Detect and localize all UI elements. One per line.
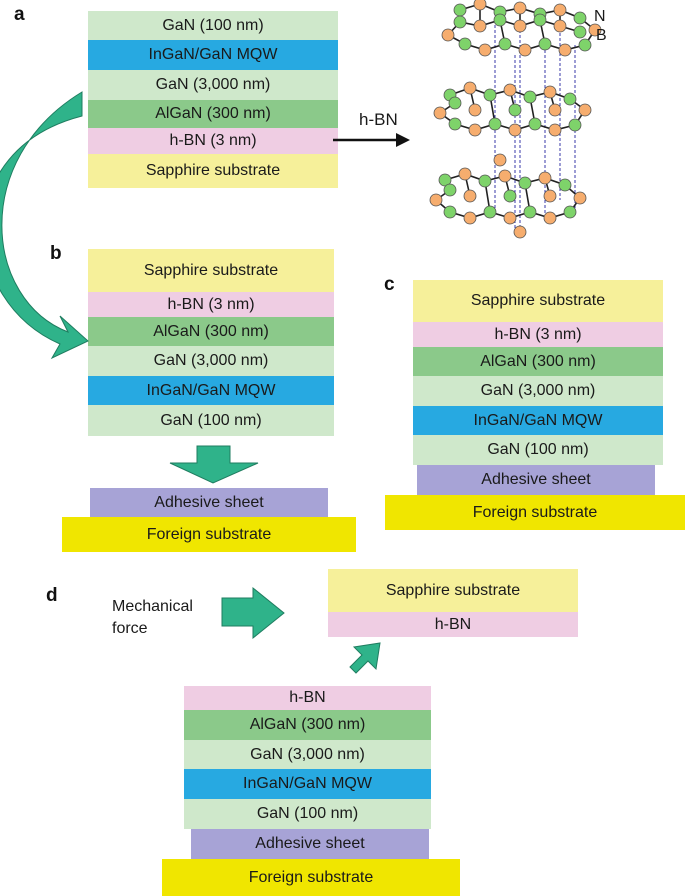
layer-adhesive: Adhesive sheet	[191, 829, 429, 859]
layer-algan-300: AlGaN (300 nm)	[413, 347, 663, 376]
layer-foreign: Foreign substrate	[385, 495, 685, 530]
layer-hbn-3: h-BN (3 nm)	[88, 128, 338, 154]
right-arrow-icon	[221, 586, 285, 640]
panel-label-d: d	[46, 585, 58, 606]
hbn-crystal-structure	[429, 0, 602, 239]
layer-gan-3000: GaN (3,000 nm)	[88, 70, 338, 100]
hbn-pointer-arrowhead-icon	[396, 133, 410, 147]
layer-algan-300: AlGaN (300 nm)	[184, 710, 431, 740]
layer-gan-100: GaN (100 nm)	[184, 799, 431, 829]
layer-ingan-mqw: InGaN/GaN MQW	[88, 40, 338, 70]
layer-sapphire: Sapphire substrate	[88, 154, 338, 188]
layer-hbn: h-BN	[184, 686, 431, 710]
layer-hbn-3: h-BN (3 nm)	[413, 322, 663, 347]
layer-foreign: Foreign substrate	[162, 859, 460, 896]
layer-ingan-mqw: InGaN/GaN MQW	[184, 769, 431, 799]
diagonal-arrow-icon	[349, 642, 381, 674]
down-arrow-icon	[169, 445, 259, 484]
panel-label-b: b	[50, 243, 62, 264]
layer-ingan-mqw: InGaN/GaN MQW	[88, 376, 334, 405]
layer-adhesive: Adhesive sheet	[90, 488, 328, 517]
layer-algan-300: AlGaN (300 nm)	[88, 317, 334, 346]
curved-arrow-icon	[0, 91, 89, 360]
layer-hbn-3: h-BN (3 nm)	[88, 292, 334, 317]
atom-label-n: N	[594, 8, 606, 25]
mechanical-force-label-line2: force	[112, 620, 148, 637]
layer-sapphire: Sapphire substrate	[88, 249, 334, 292]
panel-label-a: a	[14, 4, 25, 25]
layer-algan-300: AlGaN (300 nm)	[88, 100, 338, 128]
layer-sapphire: Sapphire substrate	[413, 280, 663, 322]
layer-gan-100: GaN (100 nm)	[88, 405, 334, 436]
hbn-arrow-label: h-BN	[359, 110, 398, 129]
layer-gan-100: GaN (100 nm)	[88, 11, 338, 40]
layer-hbn: h-BN	[328, 612, 578, 637]
layer-gan-3000: GaN (3,000 nm)	[184, 740, 431, 769]
layer-foreign: Foreign substrate	[62, 517, 356, 552]
mechanical-force-label-line1: Mechanical	[112, 598, 193, 615]
layer-adhesive: Adhesive sheet	[417, 465, 655, 495]
layer-ingan-mqw: InGaN/GaN MQW	[413, 406, 663, 435]
atom-label-b: B	[596, 27, 607, 44]
layer-sapphire: Sapphire substrate	[328, 569, 578, 612]
layer-gan-100: GaN (100 nm)	[413, 435, 663, 465]
panel-label-c: c	[384, 274, 395, 295]
layer-gan-3000: GaN (3,000 nm)	[88, 346, 334, 376]
layer-gan-3000: GaN (3,000 nm)	[413, 376, 663, 406]
